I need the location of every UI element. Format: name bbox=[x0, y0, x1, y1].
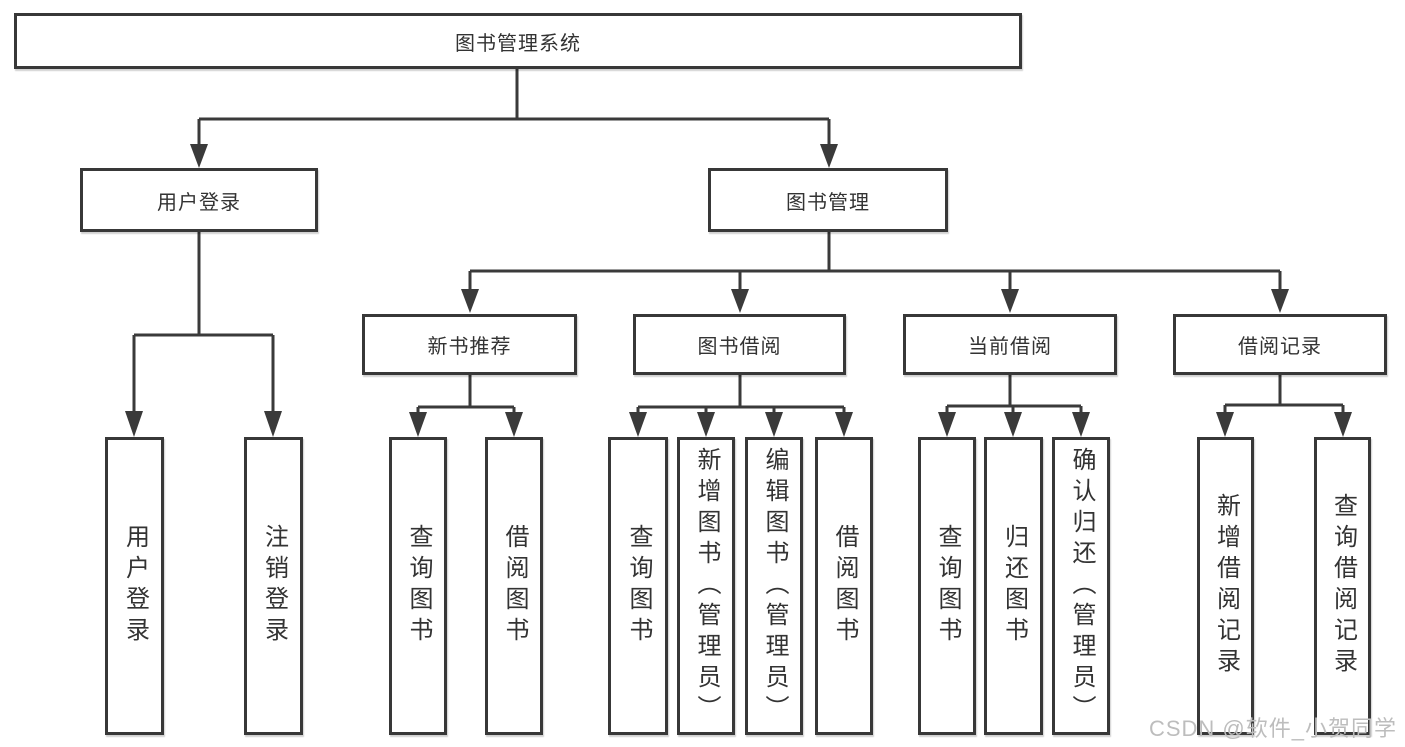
leaf-query-books-current: 查询图书 bbox=[918, 437, 976, 735]
leaf-borrow-books: 借阅图书 bbox=[815, 437, 873, 735]
leaf-add-borrow-record: 新增借阅记录 bbox=[1197, 437, 1254, 735]
watermark: CSDN @软件_小贺同学 bbox=[1148, 716, 1397, 741]
connector-new-book bbox=[416, 375, 516, 413]
leaf-return-book: 归还图书 bbox=[984, 437, 1043, 735]
connector-borrow-records bbox=[1223, 375, 1345, 412]
leaf-query-borrow-record-label: 查询借阅记录 bbox=[1329, 493, 1357, 679]
leaf-borrow-books-recommend-label: 借阅图书 bbox=[501, 524, 528, 648]
leaf-user-login-label: 用户登录 bbox=[121, 524, 149, 648]
leaf-borrow-books-recommend: 借阅图书 bbox=[485, 437, 543, 735]
connector-book-management bbox=[468, 232, 1282, 290]
leaf-query-borrow-record: 查询借阅记录 bbox=[1314, 437, 1371, 735]
connector-root bbox=[197, 69, 831, 145]
leaf-add-book-admin: 新增图书（管理员） bbox=[677, 437, 735, 735]
leaf-logout: 注销登录 bbox=[244, 437, 303, 735]
connector-current-borrow bbox=[945, 375, 1083, 413]
leaf-add-borrow-record-label: 新增借阅记录 bbox=[1212, 493, 1240, 679]
node-current-borrow: 当前借阅 bbox=[903, 314, 1117, 375]
leaf-user-login: 用户登录 bbox=[105, 437, 164, 735]
node-book-borrow: 图书借阅 bbox=[633, 314, 846, 375]
leaf-query-books-borrow: 查询图书 bbox=[608, 437, 668, 735]
node-new-book-recommend: 新书推荐 bbox=[362, 314, 577, 375]
leaf-query-books-recommend: 查询图书 bbox=[389, 437, 447, 735]
leaf-query-books-borrow-label: 查询图书 bbox=[625, 524, 652, 648]
node-borrow-records-label: 借阅记录 bbox=[1238, 336, 1322, 358]
leaf-return-book-label: 归还图书 bbox=[1000, 524, 1028, 648]
leaf-query-books-current-label: 查询图书 bbox=[934, 524, 961, 648]
node-root-label: 图书管理系统 bbox=[455, 32, 581, 55]
leaf-edit-book-admin-label: 编辑图书（管理员） bbox=[761, 446, 788, 726]
node-book-management-label: 图书管理 bbox=[786, 191, 870, 214]
leaf-confirm-return-admin: 确认归还（管理员） bbox=[1052, 437, 1110, 735]
leaf-borrow-books-label: 借阅图书 bbox=[831, 524, 858, 648]
node-book-borrow-label: 图书借阅 bbox=[697, 336, 782, 358]
node-book-management: 图书管理 bbox=[708, 168, 948, 232]
leaf-edit-book-admin: 编辑图书（管理员） bbox=[745, 437, 803, 735]
leaf-confirm-return-admin-label: 确认归还（管理员） bbox=[1068, 446, 1095, 726]
leaf-query-books-recommend-label: 查询图书 bbox=[405, 524, 432, 648]
node-user-login-label: 用户登录 bbox=[157, 191, 241, 214]
node-borrow-records: 借阅记录 bbox=[1173, 314, 1387, 375]
node-new-book-recommend-label: 新书推荐 bbox=[427, 336, 512, 358]
node-current-borrow-label: 当前借阅 bbox=[968, 336, 1052, 358]
leaf-add-book-admin-label: 新增图书（管理员） bbox=[693, 446, 720, 726]
leaf-logout-label: 注销登录 bbox=[260, 524, 288, 648]
connector-user-login bbox=[132, 232, 275, 412]
node-root: 图书管理系统 bbox=[14, 13, 1022, 69]
node-user-login: 用户登录 bbox=[80, 168, 318, 232]
connector-book-borrow bbox=[636, 375, 846, 413]
